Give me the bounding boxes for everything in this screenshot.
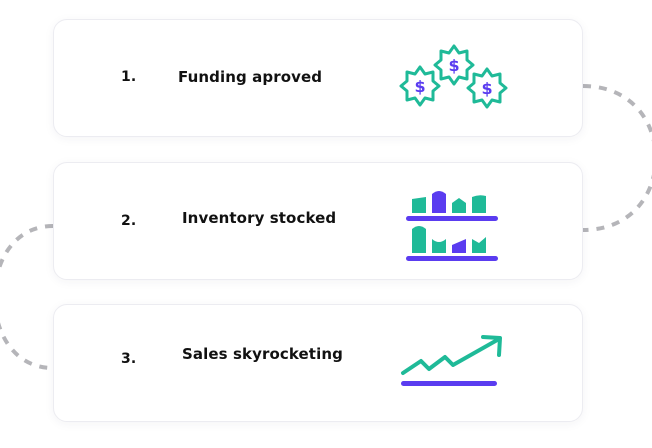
step-number: 3. (121, 351, 137, 367)
svg-text:$: $ (414, 77, 425, 96)
connector-1-2 (582, 84, 652, 232)
step-label: Funding aproved (178, 68, 323, 86)
step-label: Sales skyrocketing (182, 345, 343, 363)
rising-trend-icon (401, 335, 502, 386)
inventory-shelves-icon (406, 191, 498, 261)
step-number: 2. (121, 213, 137, 229)
step-card-sales: 3. Sales skyrocketing (53, 304, 583, 422)
connector-2-3 (0, 224, 54, 370)
money-badges-icon: $ $ $ (399, 44, 508, 109)
svg-text:$: $ (448, 56, 459, 75)
step-label: Inventory stocked (182, 209, 337, 227)
step-card-inventory: 2. Inventory stocked (53, 162, 583, 280)
svg-text:$: $ (481, 79, 492, 98)
step-card-funding: 1. Funding aproved $ $ $ (53, 19, 583, 137)
step-number: 1. (121, 69, 137, 85)
